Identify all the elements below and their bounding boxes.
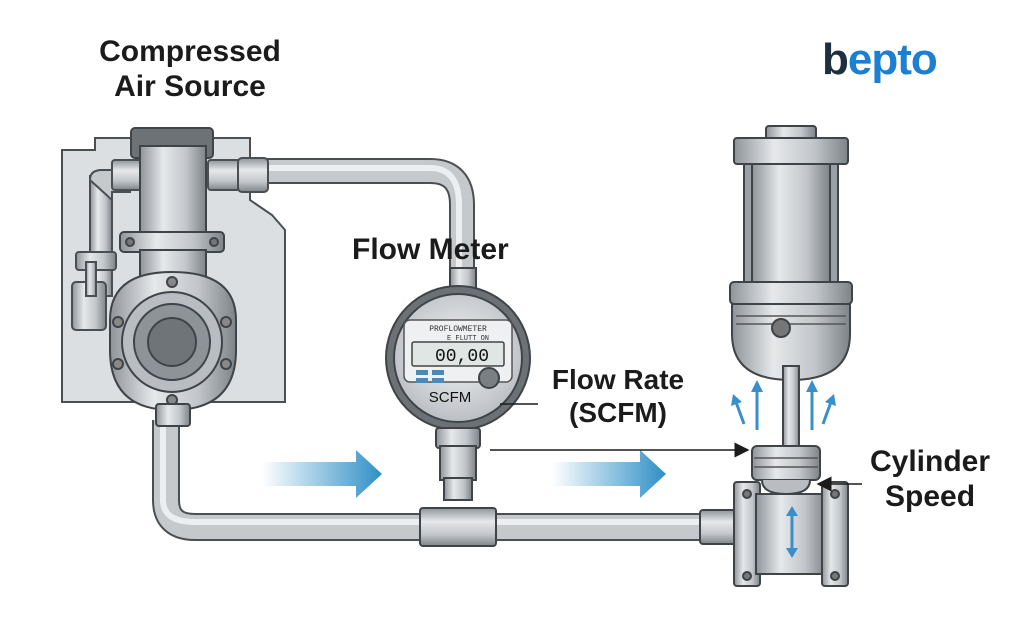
meter-unit: SCFM	[429, 389, 472, 406]
meter-reading: 00,00	[435, 347, 489, 367]
air-source-fittings	[71, 157, 269, 331]
air-source-label-line1: Compressed	[99, 35, 281, 68]
air-source-label-line2: Air Source	[114, 70, 266, 104]
cylinder-speed-label-line1: Cylinder	[869, 445, 991, 478]
flow-rate-label-line1: Flow Rate	[551, 364, 685, 395]
flow-rate-label: Flow Rate (SCFM)	[538, 363, 698, 429]
air-source-label: Compressed Air Source	[70, 34, 310, 105]
cylinder-speed-label: Cylinder Speed	[850, 444, 1010, 515]
compressed-air-source	[109, 127, 237, 427]
bepto-logo: bepto	[822, 35, 938, 84]
pneumatic-cylinder	[699, 125, 853, 587]
logo-first-letter: b	[822, 35, 849, 84]
logo-rest: epto	[847, 35, 938, 84]
flow-direction-arrow-icon	[262, 450, 382, 498]
meter-subheader: E FLUTT ON	[447, 335, 489, 343]
cylinder-speed-label-line2: Speed	[884, 480, 976, 514]
motion-arrow-icon	[731, 380, 836, 558]
flow-meter	[385, 267, 531, 547]
flow-meter-label: Flow Meter	[352, 233, 509, 266]
flow-rate-label-line2: (SCFM)	[569, 397, 667, 429]
flow-direction-arrow-icon	[552, 450, 666, 498]
meter-header: PROFLOWMETER	[429, 325, 487, 334]
